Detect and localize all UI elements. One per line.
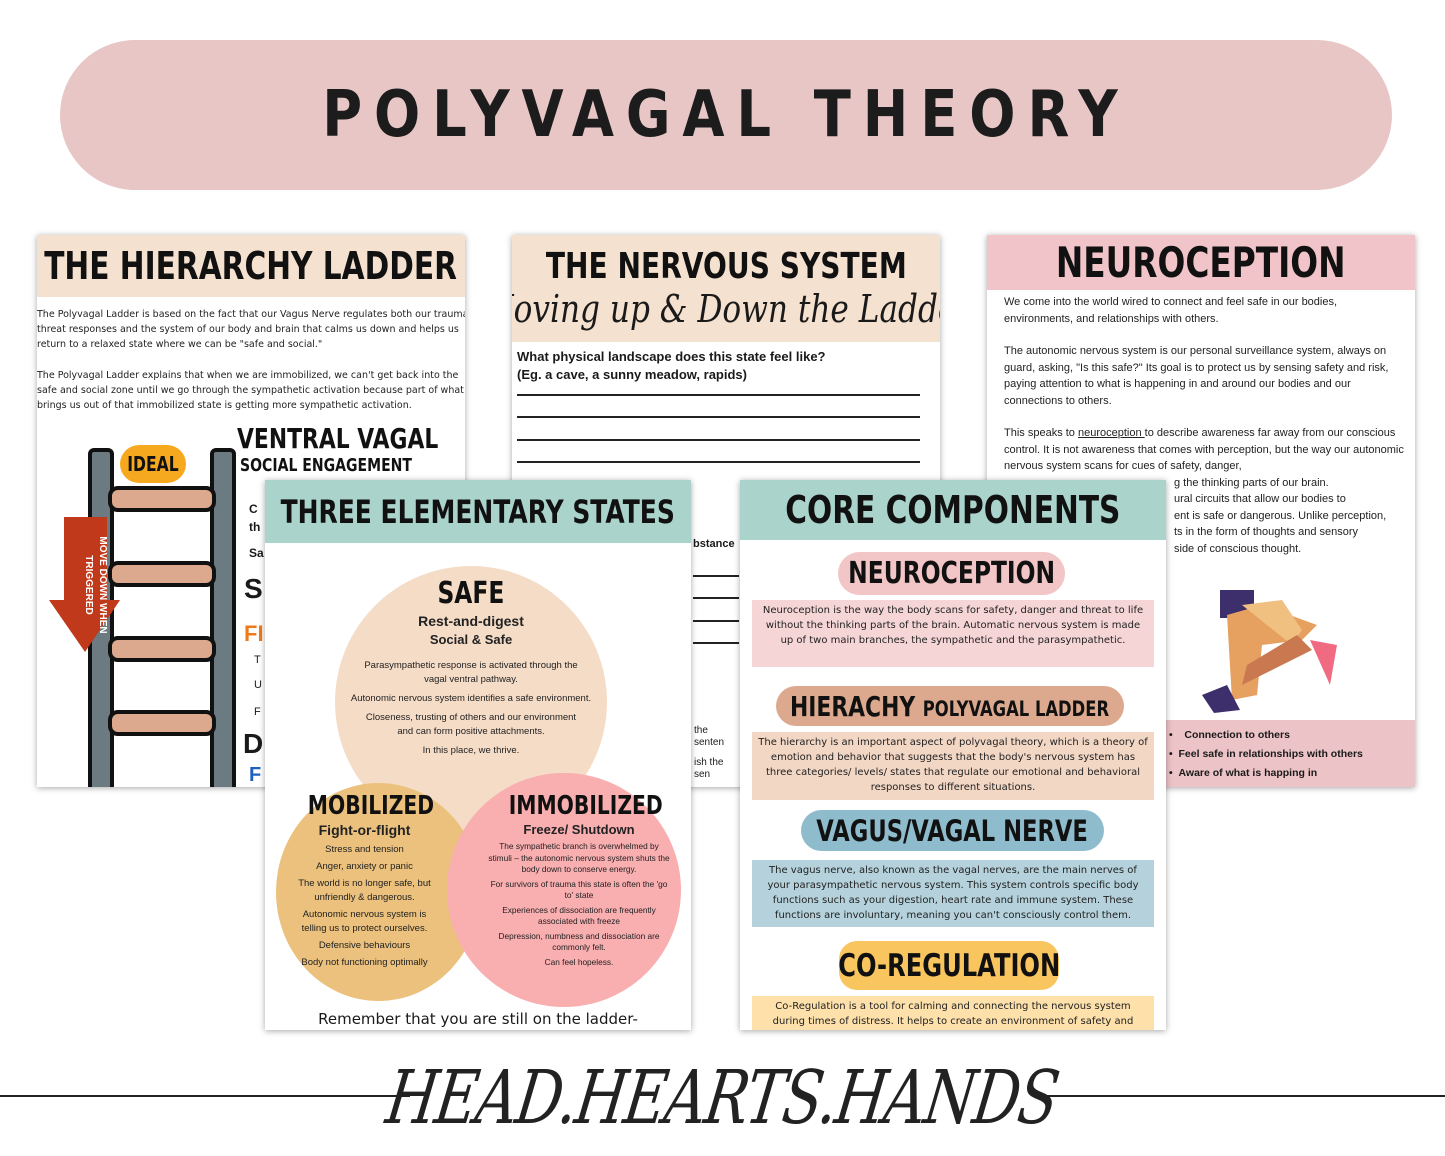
page-header: THREE ELEMENTARY STATES xyxy=(265,480,691,543)
neuroception-text: We come into the world wired to connect … xyxy=(1004,296,1404,555)
neuroception-pill: NEUROCEPTION xyxy=(838,552,1065,595)
social-engagement-heading: SOCIAL ENGAGEMENT xyxy=(240,455,413,476)
title-banner: POLYVAGAL THEORY xyxy=(60,40,1392,190)
mobilized-circle: MOBILIZED Fight-or-flight Stress and ten… xyxy=(276,783,481,1001)
answer-line[interactable] xyxy=(517,439,920,441)
list-item: • Feel safe in relationships with others xyxy=(1169,748,1363,760)
page-header: NEUROCEPTION xyxy=(987,235,1415,290)
intro-text: The Polyvagal Ladder is based on the fac… xyxy=(37,309,465,411)
move-down-arrow-label: MOVE DOWN WHEN TRIGGERED xyxy=(83,536,108,634)
page-title: THE NERVOUS SYSTEM xyxy=(545,246,907,287)
question-text: What physical landscape does this state … xyxy=(517,349,826,364)
answer-line[interactable] xyxy=(517,394,920,396)
page-title: CORE COMPONENTS xyxy=(785,488,1121,532)
core-components-page: CORE COMPONENTS NEUROCEPTION Neuroceptio… xyxy=(740,480,1166,1030)
vagus-box: The vagus nerve, also known as the vagal… xyxy=(752,860,1154,927)
ideal-badge: IDEAL xyxy=(120,445,186,483)
divider-right xyxy=(1037,1095,1445,1097)
ventral-vagal-heading: VENTRAL VAGAL xyxy=(237,422,439,455)
three-states-page: THREE ELEMENTARY STATES SAFE Rest-and-di… xyxy=(265,480,691,1030)
hierarchy-box: The hierarchy is an important aspect of … xyxy=(752,732,1154,800)
brand-logo: HEAD.HEARTS.HANDS xyxy=(381,1054,1064,1141)
immobilized-circle: IMMOBILIZED Freeze/ Shutdown The sympath… xyxy=(447,773,681,1007)
ladder-icon xyxy=(49,448,236,787)
page-header: THE HIERARCHY LADDER xyxy=(37,235,465,297)
hands-illustration xyxy=(1202,590,1337,713)
list-item: • Aware of what is happing in xyxy=(1169,767,1318,779)
page-title: THREE ELEMENTARY STATES xyxy=(280,492,676,531)
hierarchy-pill: HIERACHY POLYVAGAL LADDER xyxy=(776,686,1124,726)
neuroception-box: Neuroception is the way the body scans f… xyxy=(752,600,1154,667)
page-header: CORE COMPONENTS xyxy=(740,480,1166,540)
answer-line[interactable] xyxy=(517,461,920,463)
answer-line[interactable] xyxy=(517,416,920,418)
coregulation-box: Co-Regulation is a tool for calming and … xyxy=(752,996,1154,1030)
coregulation-pill: CO-REGULATION xyxy=(838,941,1060,990)
hierarchy-ladder-page: THE HIERARCHY LADDER The Polyvagal Ladde… xyxy=(37,235,465,787)
neuroception-link[interactable]: neuroception xyxy=(1077,427,1145,439)
footer-note: Remember that you are still on the ladde… xyxy=(318,1010,638,1028)
main-title: POLYVAGAL THEORY xyxy=(322,78,1130,152)
question-hint: (Eg. a cave, a sunny meadow, rapids) xyxy=(517,367,747,382)
list-item: • Connection to others xyxy=(1169,729,1290,741)
page-title: NEUROCEPTION xyxy=(1056,238,1346,287)
vagus-pill: VAGUS/VAGAL NERVE xyxy=(801,810,1104,851)
safe-circle: SAFE Rest-and-digest Social & Safe Paras… xyxy=(335,566,607,838)
divider-left xyxy=(0,1095,410,1097)
page-title: THE HIERARCHY LADDER xyxy=(44,244,458,288)
